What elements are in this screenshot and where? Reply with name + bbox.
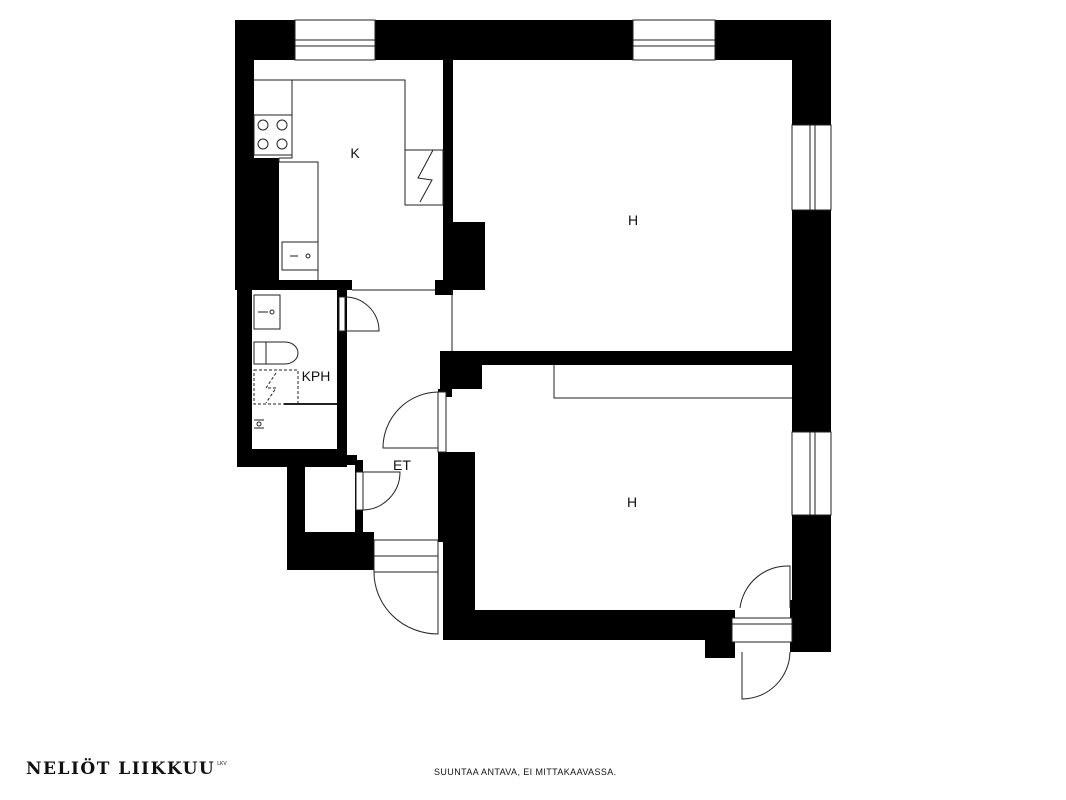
fridge-icon (404, 149, 444, 206)
wall-storage-top (287, 455, 357, 465)
wall-pillar (443, 222, 485, 290)
wall-kitchen-bath (235, 280, 352, 290)
entrance-door (373, 539, 439, 635)
balcony-door (731, 565, 793, 700)
toilet-tank-icon (253, 341, 267, 365)
wall-left-bath (237, 285, 252, 467)
window-bedroom-right (791, 431, 832, 516)
wardrobe (553, 365, 792, 399)
windows (294, 19, 832, 516)
doors (338, 289, 793, 700)
walls (235, 20, 831, 658)
washbasin-icon (253, 294, 281, 330)
wall-bottom-step (705, 610, 735, 658)
brand-mark: LKV (217, 761, 227, 767)
room-labels: K H KPH ET H (302, 145, 638, 510)
room-label-hallway: ET (393, 457, 411, 473)
storage-door (355, 471, 401, 511)
window-living-right (791, 124, 832, 211)
wall-living-bedroom (440, 351, 792, 365)
stove-icon (253, 114, 293, 156)
wall-bottom (443, 610, 732, 640)
kitchen-fixtures (253, 79, 444, 280)
bathroom-door (338, 296, 380, 332)
shower-icon (253, 369, 299, 405)
wall-bottom-right (790, 600, 831, 652)
wall-right (792, 20, 831, 652)
room-label-living: H (628, 212, 638, 228)
wall-left-kitchen-thick (235, 158, 279, 285)
kitchen-counter (254, 79, 406, 159)
wall-bedroom-corner (440, 351, 482, 389)
bathroom-fixtures (253, 294, 337, 429)
room-label-bedroom: H (627, 494, 637, 510)
toilet-bowl-icon (265, 341, 299, 365)
wall-kitchen-living (443, 60, 453, 290)
sink-icon (281, 241, 319, 271)
wall-bath-hall (337, 285, 347, 467)
room-label-kitchen: K (350, 145, 360, 161)
wall-bedroom-left (443, 452, 475, 640)
brand-name: NELIÖT LIIKKUU (26, 759, 216, 779)
room-label-bathroom: KPH (302, 368, 331, 384)
wall-kitchen-lower (435, 280, 453, 295)
disclaimer-text: SUUNTAA ANTAVA, EI MITTAKAAVASSA. (434, 767, 617, 777)
bedroom-door (382, 391, 447, 453)
